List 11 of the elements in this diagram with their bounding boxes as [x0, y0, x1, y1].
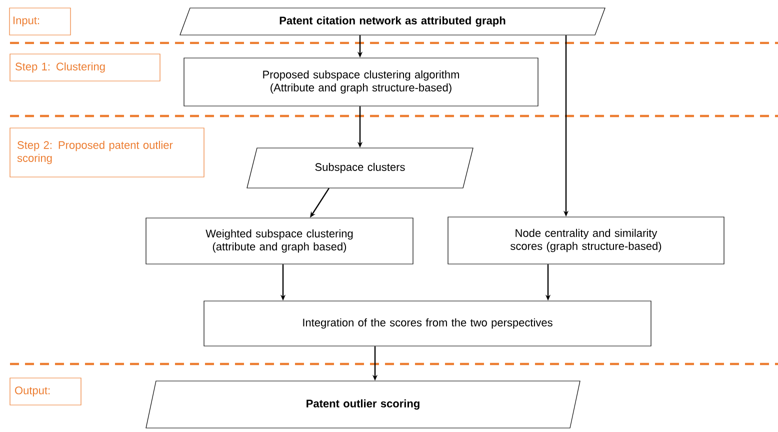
parallelogram-box: Subspace clusters — [246, 148, 474, 188]
parallelogram-box: Patent citation network as attributed graph — [180, 8, 606, 36]
process-box: Proposed subspace clustering algorithm (Attribute and graph structure-based) — [184, 58, 538, 106]
process-box: Integration of the scores from the two perspectives — [204, 300, 652, 346]
stage-label: Input: — [9, 8, 71, 36]
process-box: Node centrality and similarity scores (graph structure-based) — [448, 216, 724, 264]
stage-label: Output: — [10, 378, 82, 406]
stage-label: Step 1: Clustering — [10, 54, 160, 82]
stage-label: Step 2: Proposed patent outlier scoring — [10, 128, 204, 178]
parallelogram-box: Patent outlier scoring — [146, 380, 580, 428]
process-box: Weighted subspace clustering (attribute and graph based) — [146, 218, 414, 264]
